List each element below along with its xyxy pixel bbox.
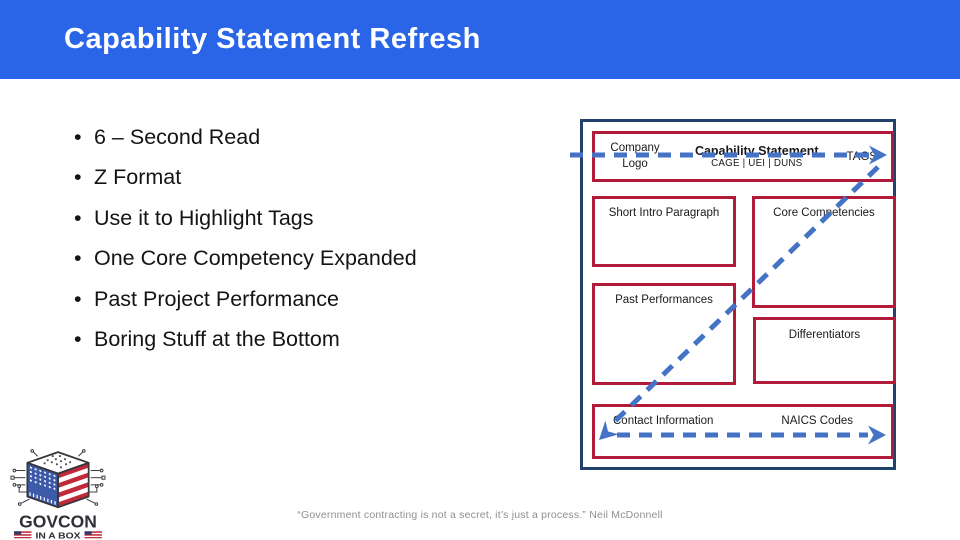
- title-bar: Capability Statement Refresh: [0, 0, 960, 79]
- short-intro-box: Short Intro Paragraph: [592, 196, 736, 267]
- core-competencies-box: Core Competencies: [752, 196, 896, 308]
- bullet-item: Use it to Highlight Tags: [73, 198, 543, 239]
- page-title: Capability Statement Refresh: [64, 23, 481, 55]
- bullet-item: Past Project Performance: [73, 279, 543, 320]
- bullet-item: 6 – Second Read: [73, 117, 543, 158]
- diagram-footer-box: Contact Information NAICS Codes: [592, 404, 894, 459]
- capability-statement-diagram: Company Logo Capability Statement CAGE |…: [580, 119, 896, 470]
- diagram-title-block: Capability Statement CAGE | UEI | DUNS: [695, 144, 819, 169]
- differentiators-box: Differentiators: [753, 317, 896, 384]
- contact-information-label: Contact Information: [613, 415, 714, 427]
- bullet-item: One Core Competency Expanded: [73, 238, 543, 279]
- footer-quote: “Government contracting is not a secret,…: [297, 509, 663, 521]
- bullet-item: Boring Stuff at the Bottom: [73, 319, 543, 360]
- naics-codes-label: NAICS Codes: [781, 415, 853, 427]
- svg-text:GOVCON: GOVCON: [19, 512, 97, 532]
- diagram-title-label: Capability Statement: [694, 143, 819, 158]
- past-performances-label: Past Performances: [615, 294, 713, 306]
- differentiators-label: Differentiators: [788, 329, 861, 341]
- tags-label: TAGS: [846, 150, 877, 163]
- diagram-identifiers-label: CAGE | UEI | DUNS: [711, 158, 803, 170]
- company-logo-label: Company Logo: [610, 141, 660, 170]
- bullet-item: Z Format: [73, 157, 543, 198]
- svg-text:IN A BOX: IN A BOX: [36, 530, 81, 540]
- diagram-header-box: Company Logo Capability Statement CAGE |…: [592, 131, 894, 182]
- govcon-in-a-box-logo: GOVCON IN A BOX: [10, 449, 106, 540]
- past-performances-box: Past Performances: [592, 283, 736, 385]
- core-competencies-label: Core Competencies: [773, 207, 875, 219]
- short-intro-label: Short Intro Paragraph: [608, 207, 720, 219]
- bullet-list: 6 – Second Read Z Format Use it to Highl…: [73, 117, 543, 360]
